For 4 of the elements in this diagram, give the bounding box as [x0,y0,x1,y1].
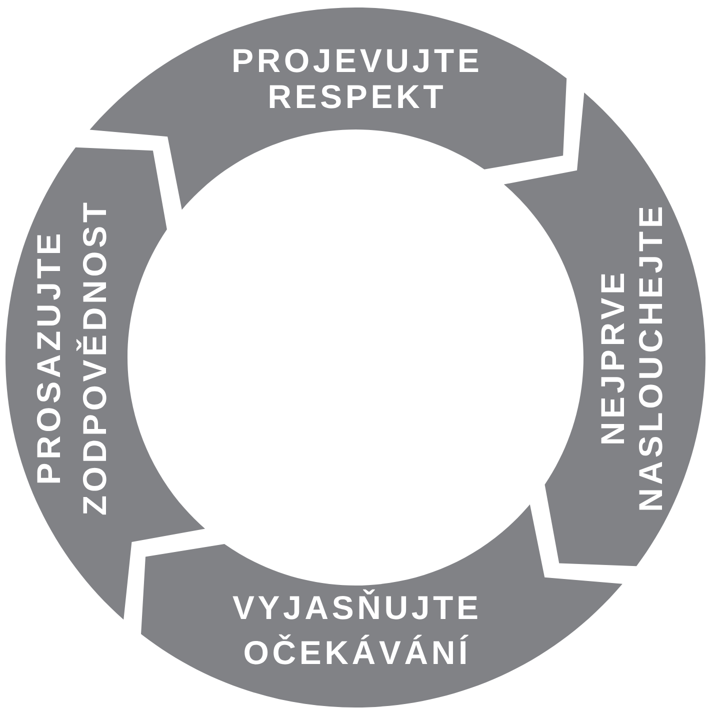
arrow-segment: PROJEVUJTE RESPEKT [90,8,567,210]
arrow-segment: NEJPRVE NASLOUCHEJTE [504,92,706,566]
arrow-segment: PROSAZUJTE ZODPOVĚDNOST [6,147,206,620]
arrow-segment: VYJASŇUJTE OČEKÁVÁNÍ [141,504,622,708]
